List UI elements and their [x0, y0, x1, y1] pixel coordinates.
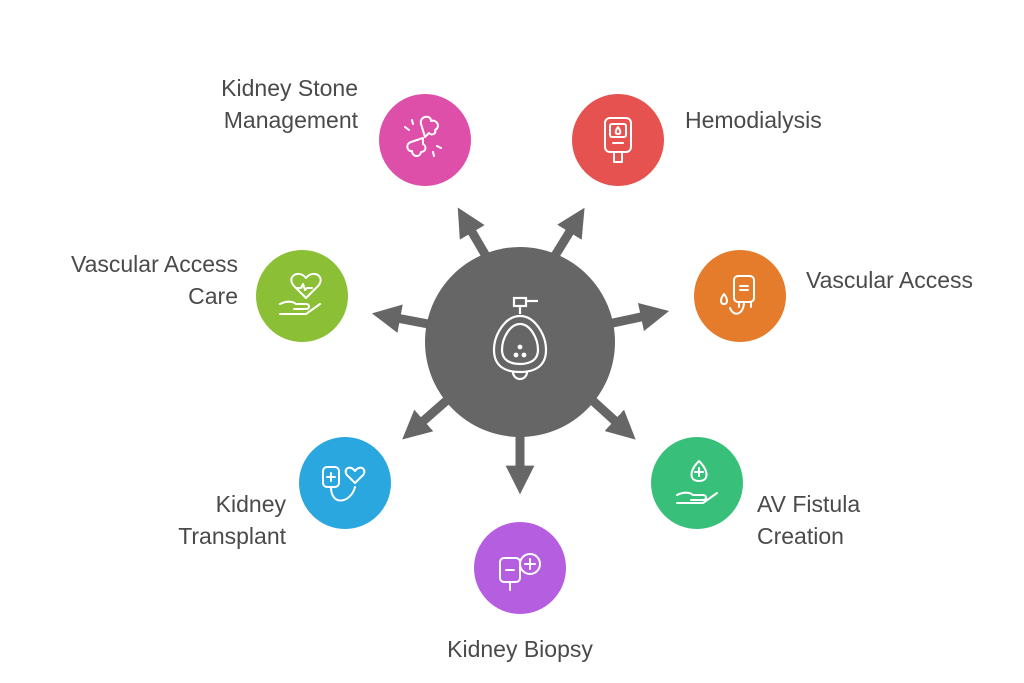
hand-drop-icon — [676, 460, 718, 504]
label-line: Vascular Access — [806, 267, 974, 293]
node-circle — [572, 94, 664, 186]
iv-bag-icon — [720, 275, 755, 315]
label-line: Kidney — [215, 491, 286, 517]
label-line: Creation — [757, 523, 844, 549]
node-hemodialysis — [572, 94, 664, 186]
iv-heart-icon — [322, 466, 366, 502]
node-circle — [379, 94, 471, 186]
node-kidney-transplant — [299, 437, 391, 529]
hand-heart-icon — [279, 272, 322, 315]
node-circle — [256, 250, 348, 342]
label-line: Kidney Stone — [221, 75, 358, 101]
label-line: Care — [188, 283, 238, 309]
label-line: Management — [223, 107, 358, 133]
node-vascular-access-care — [256, 250, 348, 342]
node-av-fistula — [651, 437, 743, 529]
label-line: AV Fistula — [757, 491, 861, 517]
node-circle — [694, 250, 786, 342]
label-line: Vascular Access — [70, 251, 238, 277]
label-kidney-biopsy: Kidney Biopsy — [420, 633, 620, 665]
center-hub — [425, 247, 615, 437]
urinal-icon — [492, 296, 548, 381]
label-hemodialysis: Hemodialysis — [685, 104, 822, 136]
node-vascular-access — [694, 250, 786, 342]
node-circle — [299, 437, 391, 529]
label-line: Transplant — [178, 523, 286, 549]
label-vascular-access: Vascular Access — [806, 264, 973, 296]
node-kidney-stone — [379, 94, 471, 186]
kidney-stones-icon — [404, 115, 442, 157]
label-line: Kidney Biopsy — [447, 636, 593, 662]
dialysis-machine-icon — [604, 117, 632, 163]
node-circle — [651, 437, 743, 529]
label-line: Hemodialysis — [685, 107, 822, 133]
node-kidney-biopsy — [474, 522, 566, 614]
biopsy-bag-icon — [499, 553, 541, 591]
